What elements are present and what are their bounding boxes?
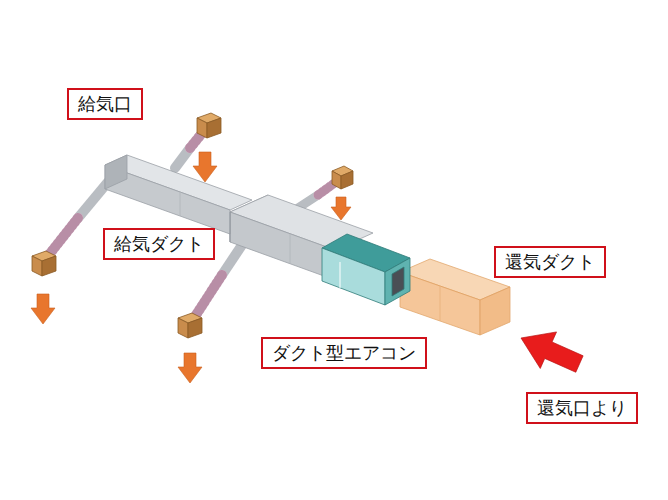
duct-seam [180,192,181,216]
label-text: 還気口より [536,396,628,420]
flex-duct [48,218,78,256]
duct-face [400,272,480,335]
label-text: ダクト型エアコン [271,341,417,365]
label-box: 還気ダクト [494,246,606,278]
return-air-arrow [513,320,588,383]
label-text: 還気ダクト [504,250,596,274]
flex-duct [194,275,222,318]
outlet-box [332,166,353,189]
airflow-arrow [193,152,217,182]
flex-duct-ribs [48,218,78,256]
label-box: ダクト型エアコン [261,337,427,369]
unit-face [385,258,410,305]
ac-unit [322,234,410,305]
outlet-box [197,113,221,138]
airflow-arrow [178,353,202,383]
duct-seam [290,234,291,264]
unit-face [322,248,385,305]
duct-face [105,155,127,189]
outlet-box [32,251,56,276]
unit-line [340,262,341,288]
duct-face [480,287,510,335]
airflow-arrow [31,294,55,324]
branch-duct [78,182,108,218]
duct-face [230,212,335,280]
label-box: 給気口 [67,88,143,120]
duct-seam [440,286,441,321]
label-text: 給気ダクト [113,232,205,256]
airflow-arrow [331,197,351,220]
unit-grille [392,267,404,296]
label-text: 給気口 [77,92,133,116]
label-box: 還気口より [526,392,638,424]
duct-seam [230,212,231,242]
outlet-box [178,313,202,338]
label-box: 給気ダクト [103,228,215,260]
flex-duct-ribs [194,275,222,318]
supply-outlets [32,113,353,338]
